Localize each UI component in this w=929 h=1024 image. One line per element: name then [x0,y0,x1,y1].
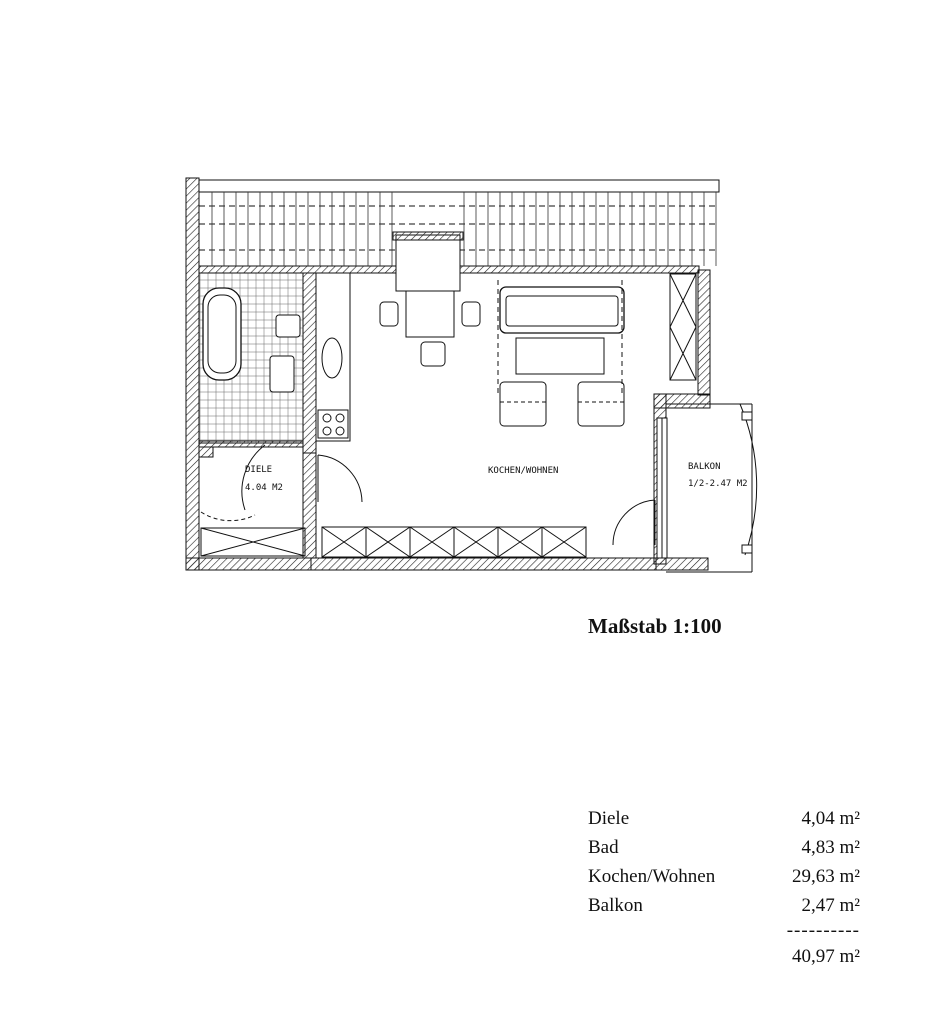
area-row-diele: Diele 4,04 m² [588,804,860,833]
area-value: 4,04 m² [801,808,860,829]
roof-slope [198,179,720,266]
area-total: 40,97 m² [792,946,860,967]
balkon-label: BALKON [688,462,721,472]
area-value: 2,47 m² [801,895,860,916]
area-row-kochen-wohnen: Kochen/Wohnen 29,63 m² [588,862,860,891]
area-name: Balkon [588,895,643,916]
area-row-balkon: Balkon 2,47 m² [588,891,860,920]
kitchen-counter [315,272,351,442]
area-name: Diele [588,808,630,829]
area-table: Diele 4,04 m² Bad 4,83 m² Kochen/Wohnen … [588,804,860,971]
wardrobes [200,526,587,558]
kochen-wohnen-label: KOCHEN/WOHNEN [488,466,558,476]
dining-area [379,231,481,367]
diele-area-label: 4.04 M2 [245,483,283,493]
diele-label: DIELE [245,465,272,475]
area-value: 4,83 m² [801,837,860,858]
area-row-bad: Bad 4,83 m² [588,833,860,862]
balkon-area-label: 1/2-2.47 M2 [688,479,748,489]
area-value: 29,63 m² [792,866,860,887]
area-name: Kochen/Wohnen [588,866,716,887]
balcony [666,403,758,573]
living-furniture [497,273,697,427]
bathroom [198,272,317,454]
area-separator: ---------- [786,920,860,941]
inner-walls-doors [198,417,668,559]
area-name: Bad [588,837,619,858]
scale-label: Maßstab 1:100 [588,614,722,638]
